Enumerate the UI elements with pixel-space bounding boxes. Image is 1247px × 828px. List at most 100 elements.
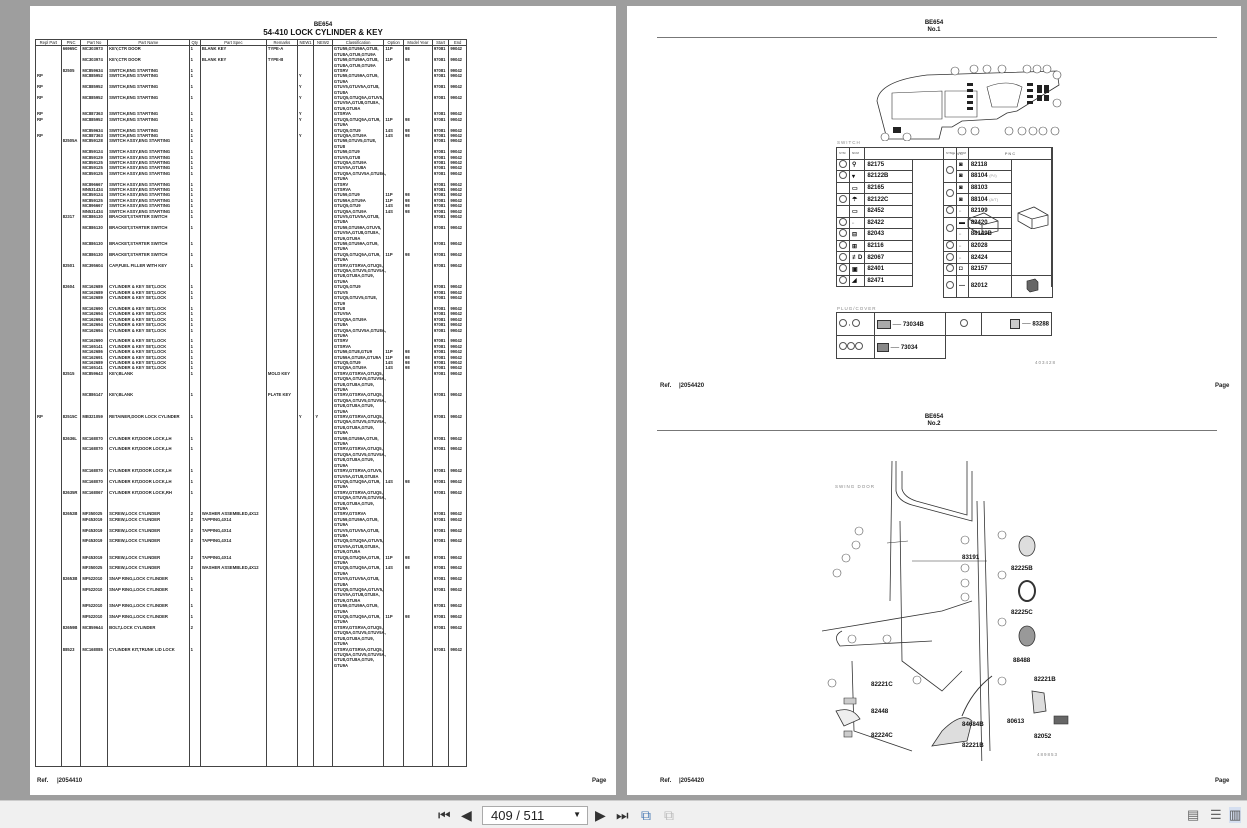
- fit-width-icon[interactable]: ⧉: [664, 807, 674, 823]
- cell-cls: GTU59,GTU59A,GTU9, GTU9A: [331, 435, 385, 447]
- cell-end: 99042: [448, 57, 467, 69]
- cell-cls: GTUQ5,GTUQ5A,GTUV5, GTUV5A,GTU8,GTU8A, G…: [331, 587, 385, 604]
- part-label: 82448: [871, 708, 889, 715]
- cell-pnc: [60, 251, 82, 263]
- single-page-icon[interactable]: ▤: [1187, 807, 1200, 822]
- next-page-icon[interactable]: ▶: [595, 807, 606, 823]
- cell-spec: [199, 468, 267, 479]
- cell-start: 97081: [431, 624, 450, 647]
- cell-spec: [199, 111, 267, 117]
- cell-new1: [296, 343, 315, 350]
- cell-cls: GTUQ5A,GTU9A: [331, 365, 385, 371]
- facing-icon[interactable]: ▥: [1229, 807, 1242, 823]
- cover-icon: [1010, 319, 1021, 329]
- callout-circle: [839, 217, 847, 226]
- cell-my: 98: [402, 565, 433, 577]
- cell-new1: [296, 295, 315, 306]
- cell-new1: [296, 603, 315, 615]
- cell-end: 99042: [448, 181, 467, 187]
- cell-new1: [296, 354, 315, 360]
- cell-repl: [35, 305, 62, 312]
- prev-page-icon[interactable]: ◀: [461, 807, 472, 823]
- cell-my: [402, 73, 433, 85]
- cell-name: CYLINDER KIT,TRUNK LID LOCK: [107, 646, 190, 767]
- first-page-icon[interactable]: ⏮: [438, 807, 451, 823]
- cell-cls: GTU59,GTU59A,GTUV5, GTUV5A,GTU8,GTU8A, G…: [331, 224, 385, 242]
- cell-new1: [296, 624, 315, 647]
- cell-partno: MC168067: [80, 489, 109, 512]
- cell-name: BRACKET,STARTER SWITCH: [107, 224, 190, 242]
- continuous-icon[interactable]: ☰: [1210, 807, 1222, 822]
- cell-start: 97081: [431, 111, 450, 117]
- cell-start: 97081: [431, 565, 450, 577]
- cell-new1: [296, 138, 315, 150]
- cell-start: 97081: [431, 284, 450, 290]
- cell-start: 97081: [431, 359, 450, 366]
- cell-qty: 1: [188, 327, 201, 339]
- cell-partno: MC168070: [80, 446, 109, 469]
- cell-qty: 1: [188, 587, 201, 604]
- switch-pnc: 82122B: [864, 170, 914, 183]
- cell-my: [402, 262, 433, 285]
- cell-cls: GTUQ5,GTUV5,GTU8, GTU9: [331, 295, 385, 306]
- navigation-toolbar: ⏮ ◀ 409 / 511 ▼ ▶ ⏭ ⧉ ⧉ ▤ ☰ ▥: [0, 800, 1247, 828]
- cell-new1: [296, 170, 315, 182]
- cell-start: 97081: [431, 316, 450, 323]
- page-number-select[interactable]: 409 / 511 ▼: [482, 806, 588, 825]
- parts-table-header: Repl Part PNC Part No Part Name Qty Part…: [35, 38, 467, 47]
- switch-pnc: 88149B: [967, 228, 1013, 241]
- cell-new2: [313, 446, 333, 469]
- last-page-icon[interactable]: ⏭: [616, 807, 629, 823]
- cell-remarks: [265, 565, 298, 577]
- cell-name: SCREW,LOCK CYLINDER: [107, 554, 190, 566]
- part-label: 82225C: [1011, 609, 1033, 616]
- cell-opt: 11P: [383, 554, 404, 566]
- cell-qty: 1: [188, 241, 201, 252]
- switch-pnc: 82116: [864, 239, 914, 253]
- cell-pnc: [60, 73, 82, 85]
- callout-circle: [839, 275, 847, 284]
- cell-remarks: TYPE-A: [265, 45, 298, 58]
- cell-spec: [199, 305, 267, 312]
- cell-new1: Y: [296, 111, 315, 117]
- cell-cls: GTUQ5A,GTU9A: [331, 159, 385, 166]
- cell-remarks: [265, 73, 298, 85]
- cell-qty: 1: [188, 295, 201, 306]
- cell-new1: [296, 57, 315, 69]
- cell-partno: MC885952: [80, 116, 109, 128]
- cell-pnc: 66965C: [60, 45, 82, 58]
- cell-opt: [383, 516, 404, 528]
- fit-page-icon[interactable]: ⧉: [641, 807, 651, 823]
- cell-start: 97081: [431, 414, 450, 436]
- cell-name: BRACKET,STARTER SWITCH: [107, 241, 190, 252]
- cell-new2: [313, 138, 333, 150]
- cell-qty: 1: [188, 322, 201, 328]
- page-label: Page: [1215, 778, 1230, 784]
- cell-new1: [296, 127, 315, 133]
- ref-value: |2054420: [679, 778, 705, 784]
- cell-new2: [313, 554, 333, 566]
- cell-pnc: [60, 84, 82, 96]
- cell-partno: MC886130: [80, 214, 109, 225]
- cell-end: 99042: [448, 214, 467, 225]
- cell-cls: GTU59,GTU9: [331, 149, 385, 155]
- fig1-number: No.1: [927, 27, 941, 33]
- cell-end: 99042: [448, 295, 467, 306]
- cell-spec: [199, 614, 267, 625]
- part-label: 82221B: [1034, 676, 1056, 683]
- cell-start: 97081: [431, 224, 450, 242]
- switch-symbol-icon: ▪▪: [956, 228, 969, 241]
- col-qty: Qty: [188, 38, 201, 47]
- cell-qty: 1: [188, 186, 201, 193]
- cell-spec: [199, 446, 267, 469]
- cell-qty: 1: [188, 127, 201, 133]
- cell-end: 99042: [448, 322, 467, 328]
- switch-pnc: 82424: [967, 251, 1013, 264]
